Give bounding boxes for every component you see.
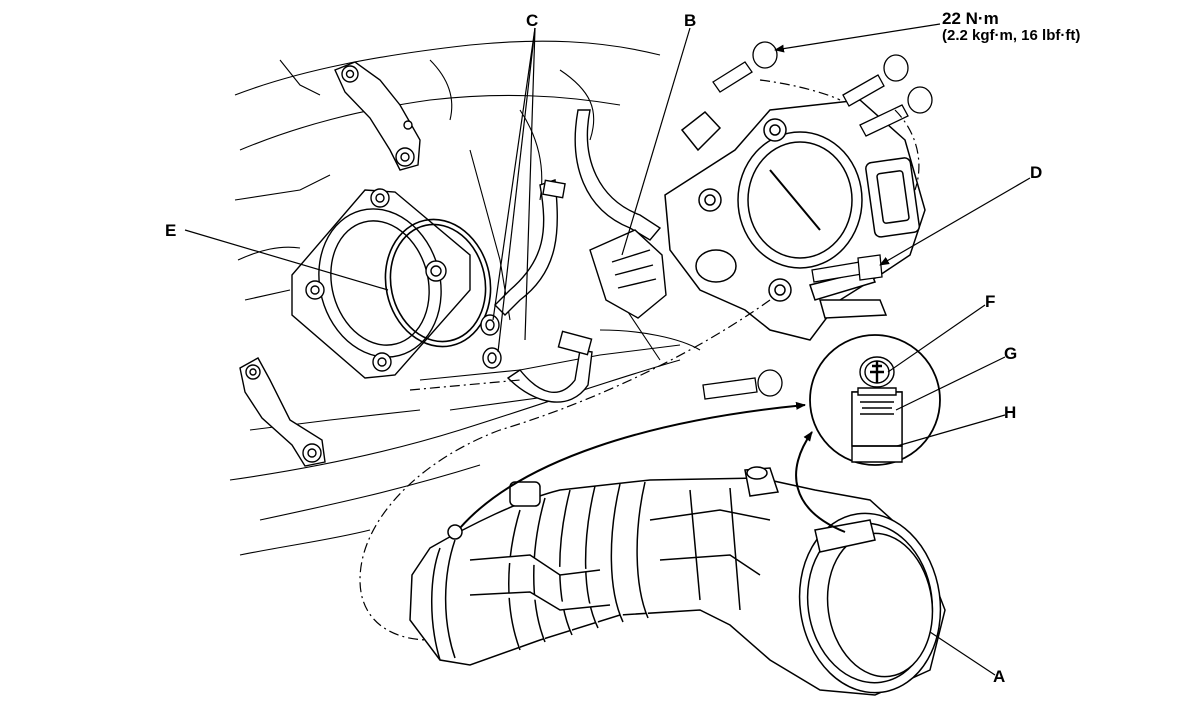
label-a: A [993,667,1006,686]
bolt-lower-left [702,369,783,400]
torque-spec-imperial: (2.2 kgf·m, 16 lbf·ft) [942,26,1081,44]
label-h: H [1004,403,1017,422]
leader-torque [774,23,941,53]
intake-manifold-flange [291,188,471,379]
leader-c-1 [492,27,536,321]
leader-b [621,27,691,256]
arrow-clamp-to-inset-2 [795,431,846,533]
mounting-bolts [702,41,933,400]
sensor-connector-b [589,229,667,319]
leader-f [887,304,986,373]
label-d: D [1030,163,1043,182]
throttle-body [664,99,926,341]
clamp-detail-inset [809,334,941,466]
alignment-lines [359,79,920,641]
bolt-top-right-1 [842,54,909,107]
leader-e [184,229,389,291]
torque-spec: 22 N·m (2.2 kgf·m, 16 lbf·ft) [942,10,1080,44]
bolt-bottom-right [811,254,883,283]
label-e: E [165,221,177,240]
upper-bracket [334,61,421,171]
leader-g [895,356,1006,411]
torque-spec-nm: 22 N·m [942,9,999,28]
leader-a [929,631,996,676]
leader-c-2 [497,27,536,353]
label-b: B [684,11,697,30]
coolant-hoses [480,109,662,403]
label-g: G [1004,344,1018,363]
bolt-top-right-2 [859,86,933,137]
leader-c-3 [524,27,536,341]
bolt-top-left [712,41,778,93]
leader-d [879,177,1031,266]
arrow-clamp-to-inset [459,401,806,529]
intake-air-duct [409,466,946,696]
gasket-e [384,218,492,348]
leader-h [896,414,1006,447]
label-f: F [985,292,996,311]
lower-bracket [239,357,326,467]
leader-lines [184,23,1031,676]
label-c: C [526,11,539,30]
